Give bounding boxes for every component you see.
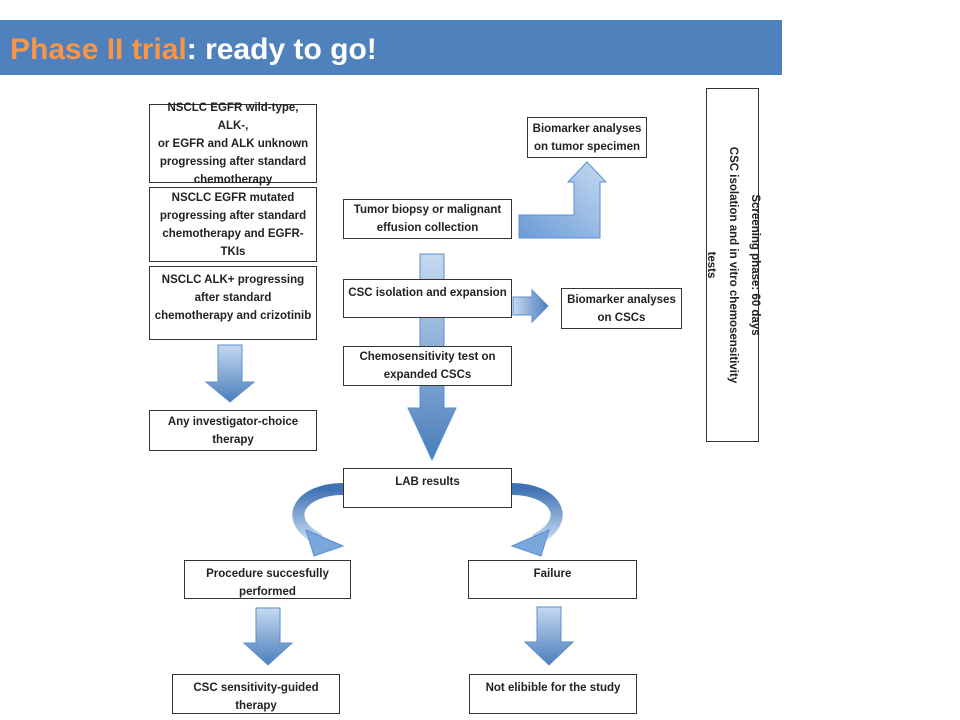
box-tumor-biopsy-label: Tumor biopsy or malignant effusion colle… bbox=[353, 204, 502, 234]
box-chemosensitivity-test-label: Chemosensitivity test on expanded CSCs bbox=[359, 351, 496, 381]
box-csc-isolation: CSC isolation and expansion bbox=[343, 279, 512, 318]
down-arrow-success bbox=[242, 607, 294, 666]
screening-phase-label: Screening phase: 60 days CSC isolation a… bbox=[704, 146, 761, 384]
box-lab-results-label: LAB results bbox=[395, 476, 460, 488]
box-csc-guided-therapy-label: CSC sensitivity-guided therapy bbox=[193, 682, 319, 712]
box-procedure-success: Procedure succesfully performed bbox=[184, 560, 351, 599]
box-alk-positive-label: NSCLC ALK+ progressing after standard ch… bbox=[154, 274, 312, 322]
box-biomarker-cscs: Biomarker analyses on CSCs bbox=[561, 288, 682, 329]
box-biomarker-tumor: Biomarker analyses on tumor specimen bbox=[527, 117, 647, 158]
page-title: Phase II trial: ready to go! bbox=[10, 30, 377, 70]
box-tumor-biopsy: Tumor biopsy or malignant effusion colle… bbox=[343, 199, 512, 239]
screening-phase-box: Screening phase: 60 days CSC isolation a… bbox=[705, 88, 761, 442]
header-bar bbox=[0, 20, 782, 75]
box-alk-positive: NSCLC ALK+ progressing after standard ch… bbox=[149, 266, 317, 340]
box-procedure-success-label: Procedure succesfully performed bbox=[206, 568, 329, 598]
right-arrow-biomarker-cscs bbox=[512, 288, 549, 324]
box-failure-label: Failure bbox=[533, 568, 572, 580]
curved-arrow-right bbox=[510, 483, 563, 557]
box-investigator-choice-label: Any investigator-choice therapy bbox=[167, 415, 299, 446]
box-failure: Failure bbox=[468, 560, 637, 599]
bent-arrow-biomarker-tumor bbox=[518, 161, 608, 239]
box-egfr-wild-type: NSCLC EGFR wild-type, ALK-, or EGFR and … bbox=[149, 102, 317, 186]
down-arrow-investigator bbox=[204, 344, 256, 403]
box-biomarker-cscs-label: Biomarker analyses on CSCs bbox=[567, 293, 676, 324]
box-investigator-choice: Any investigator-choice therapy bbox=[149, 410, 317, 451]
box-lab-results: LAB results bbox=[343, 468, 512, 508]
box-not-eligible: Not elibible for the study bbox=[469, 674, 637, 714]
down-arrow-failure bbox=[523, 606, 575, 666]
box-biomarker-tumor-label: Biomarker analyses on tumor specimen bbox=[532, 122, 642, 153]
box-not-eligible-label: Not elibible for the study bbox=[485, 682, 621, 694]
page-title-accent: Phase II trial bbox=[10, 33, 187, 66]
curved-arrow-left bbox=[292, 483, 345, 557]
box-egfr-wild-type-label: NSCLC EGFR wild-type, ALK-, or EGFR and … bbox=[157, 101, 309, 186]
box-chemosensitivity-test: Chemosensitivity test on expanded CSCs bbox=[343, 346, 512, 386]
box-egfr-mutated: NSCLC EGFR mutated progressing after sta… bbox=[149, 187, 317, 262]
box-csc-guided-therapy: CSC sensitivity-guided therapy bbox=[172, 674, 340, 714]
box-csc-isolation-label: CSC isolation and expansion bbox=[348, 287, 507, 299]
box-egfr-mutated-label: NSCLC EGFR mutated progressing after sta… bbox=[159, 191, 307, 258]
page-title-rest: : ready to go! bbox=[186, 33, 377, 66]
